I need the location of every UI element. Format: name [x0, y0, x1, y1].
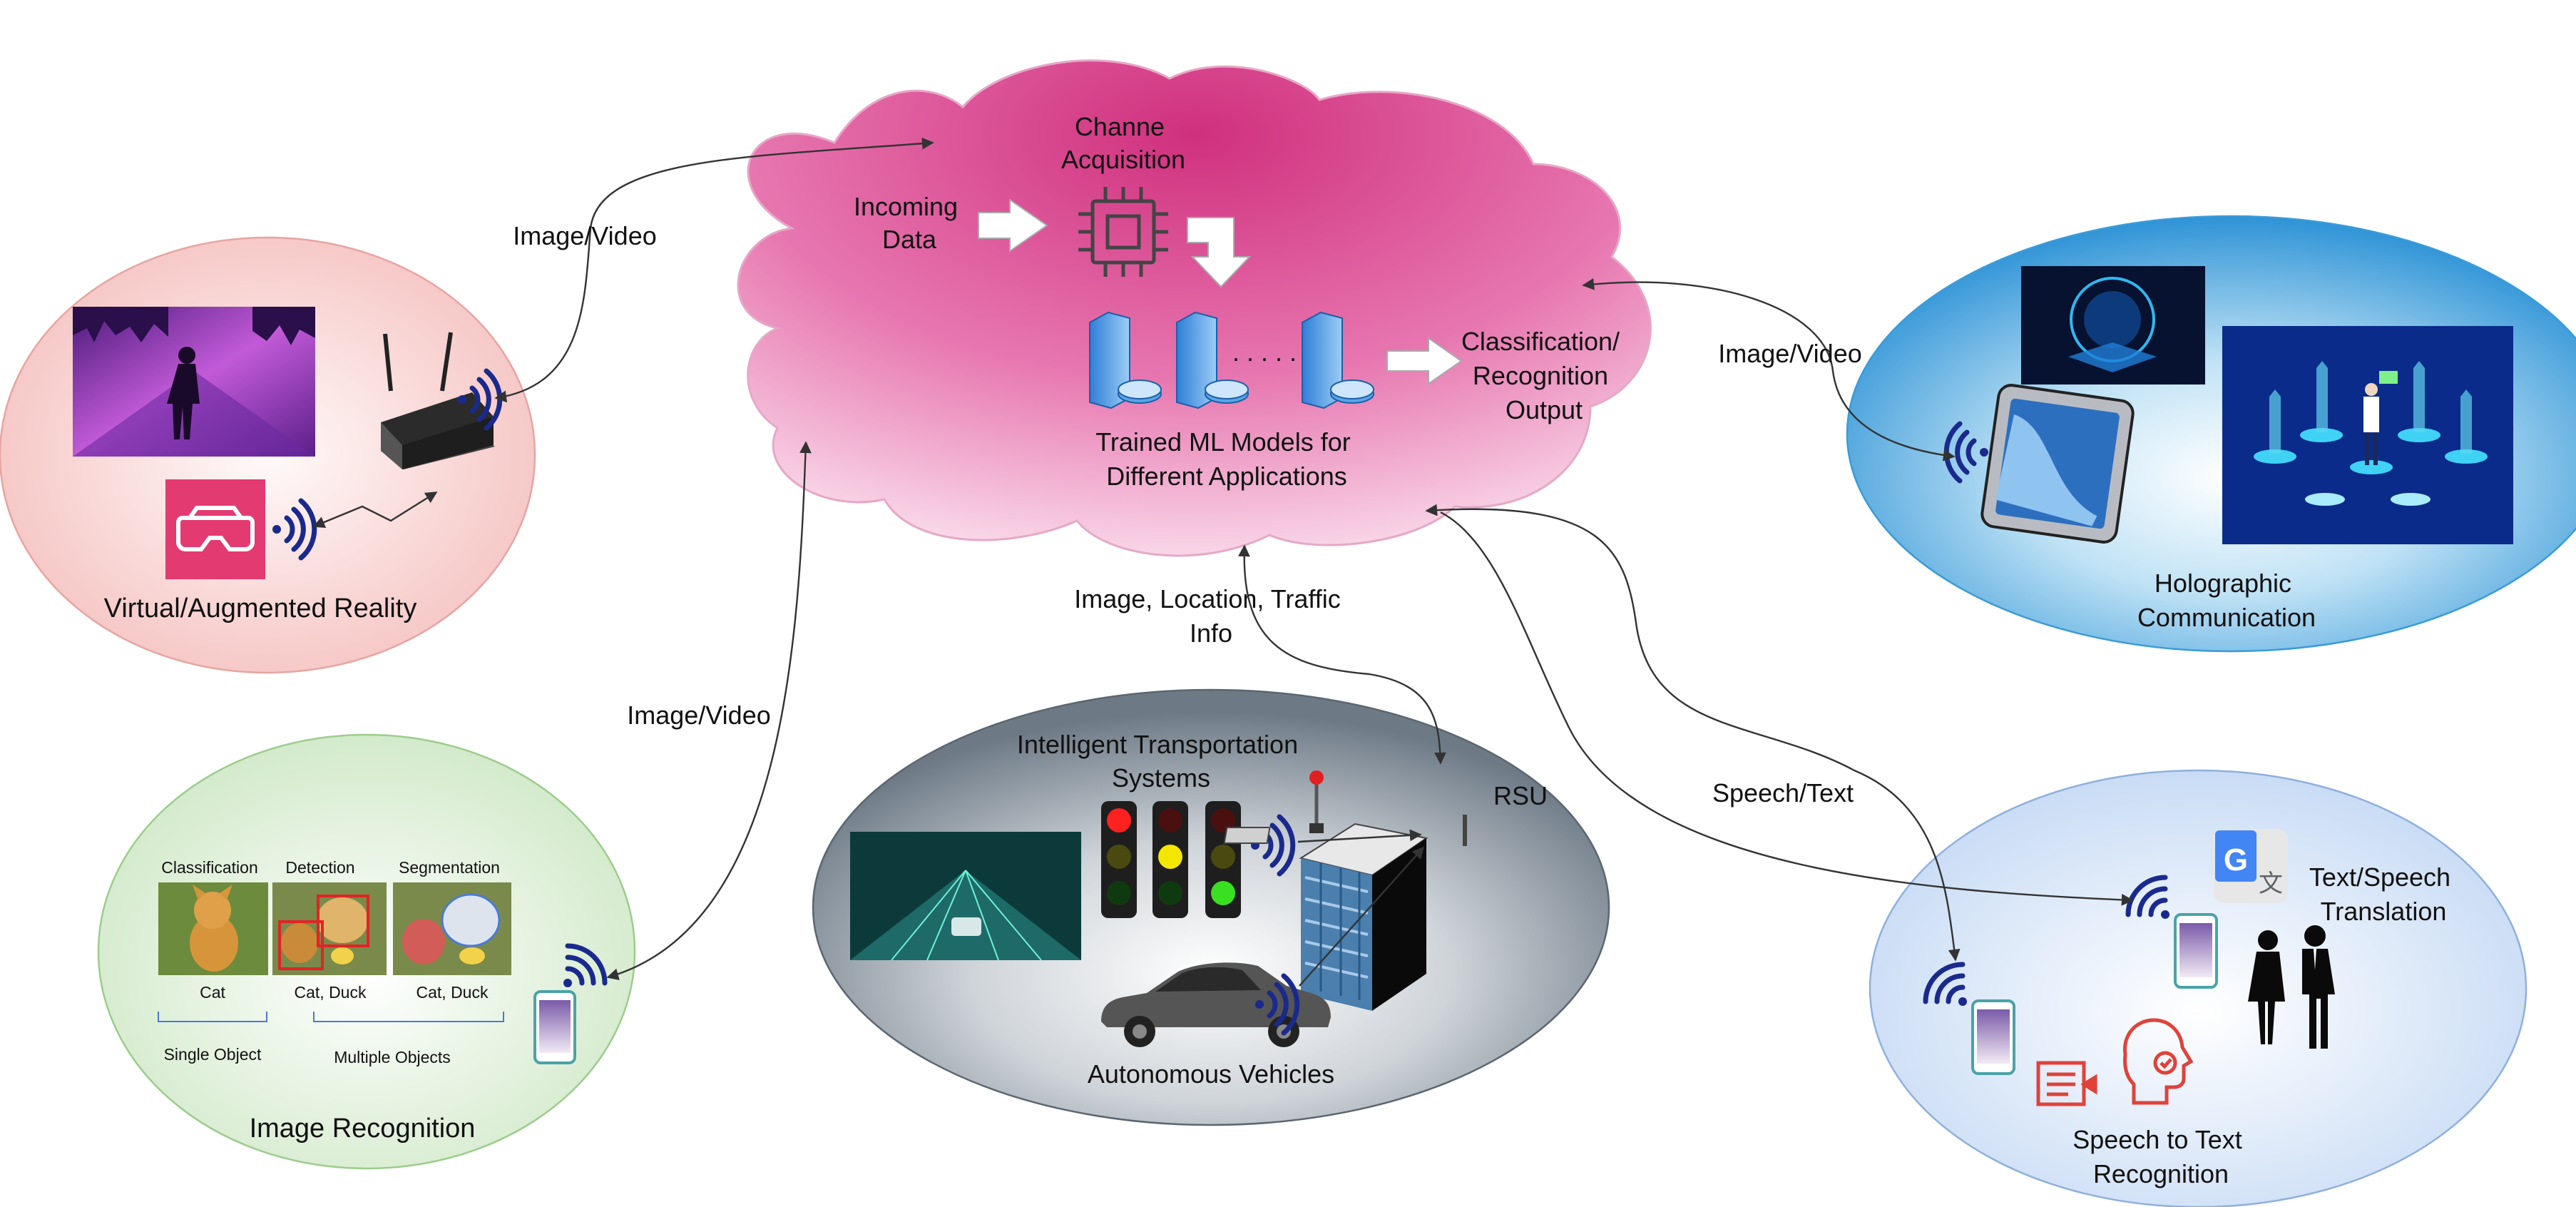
- vr-headset-icon: [165, 479, 265, 579]
- road-scene-image: [850, 832, 1081, 961]
- wifi-icon: [563, 943, 608, 987]
- holo-people-image: [2222, 326, 2513, 544]
- image-link-label: Image/Video: [627, 701, 770, 730]
- holo-title: Holographic Communication: [2137, 569, 2316, 632]
- wifi-icon: [1923, 962, 1967, 1006]
- vr-scene-image: [73, 307, 315, 457]
- speech-recognition-label: Speech to Text Recognition: [2072, 1125, 2249, 1188]
- phone-icon: [1971, 999, 2015, 1075]
- speech-cluster: G 文 Text/Speech Translation: [1869, 769, 2528, 1207]
- detection-photo: [272, 882, 387, 975]
- autonomous-vehicles-label: Autonomous Vehicles: [1088, 1059, 1334, 1089]
- google-translate-icon: G 文: [2214, 829, 2288, 903]
- phone-icon: [533, 990, 576, 1064]
- business-people-icon: [2248, 925, 2335, 1049]
- multiple-objects-brace: [313, 1012, 504, 1022]
- trained-models-label: Trained ML Models for Different Applicat…: [1095, 427, 1357, 491]
- classification-header: Classification: [161, 858, 258, 877]
- car-rsu-link: [1299, 846, 1425, 987]
- traffic-light-red: [1101, 801, 1137, 918]
- server-icon: [1176, 311, 1249, 409]
- classification-photo: [158, 882, 268, 975]
- image-recognition-cluster: Classification Detection Segmentation Ca…: [97, 733, 636, 1170]
- models-to-output-arrow: [1386, 337, 1463, 385]
- caption-cat: Cat: [200, 983, 225, 1002]
- server-icon: [1302, 311, 1374, 409]
- phone-icon: [2174, 913, 2218, 989]
- vr-link-label: Image/Video: [513, 221, 656, 250]
- image-cloud-link: [606, 441, 812, 980]
- lights-rsu-link: [1297, 829, 1422, 843]
- channel-acquisition-label: Channe Acquisition: [1061, 112, 1185, 174]
- single-object-brace: [158, 1012, 267, 1022]
- ml-cloud: Incoming Data Channe Acquisition . . . .…: [737, 59, 1652, 557]
- headset-router-link: [312, 491, 438, 529]
- speech-cloud-link-translation: [1440, 511, 2134, 906]
- incoming-arrow: [978, 198, 1048, 253]
- wifi-icon: [272, 498, 317, 561]
- vr-cluster: Virtual/Augmented Reality: [0, 236, 536, 674]
- single-object-label: Single Object: [164, 1045, 262, 1064]
- svg-text:G: G: [2224, 842, 2248, 877]
- ellipsis-dots: . . . . . .: [1232, 337, 1311, 367]
- caption-cat-duck-2: Cat, Duck: [416, 983, 489, 1002]
- detection-header: Detection: [285, 858, 354, 877]
- rsu-building-icon: [1223, 770, 1467, 1011]
- wifi-icon: [1255, 973, 1300, 1036]
- rsu-label: RSU: [1493, 781, 1548, 810]
- server-icon: [1089, 311, 1162, 409]
- holo-cluster: Holographic Communication: [1846, 215, 2576, 653]
- holo-globe-image: [2021, 266, 2205, 384]
- svg-text:文: 文: [2259, 870, 2283, 898]
- holo-link-label: Image/Video: [1718, 339, 1861, 368]
- segmentation-header: Segmentation: [399, 858, 500, 877]
- channel-to-models-arrow: [1187, 217, 1252, 288]
- tablet-icon: [1980, 384, 2135, 544]
- speech-link-label: Speech/Text: [1712, 778, 1854, 808]
- vr-cloud-link: [494, 137, 934, 403]
- vr-title: Virtual/Augmented Reality: [104, 594, 417, 623]
- traffic-light-yellow: [1152, 801, 1188, 918]
- traffic-light-green: [1205, 801, 1241, 918]
- its-link-label: Image, Location, Traffic Info: [1074, 584, 1348, 648]
- router-icon: [381, 332, 495, 469]
- caption-cat-duck-1: Cat, Duck: [295, 983, 367, 1002]
- wifi-icon: [2125, 875, 2169, 919]
- its-cluster: Intelligent Transportation Systems: [812, 688, 1610, 1126]
- speech-cloud-link-recognition: [1425, 504, 1961, 962]
- holo-cloud-link: [1582, 277, 1956, 462]
- translation-label: Text/Speech Translation: [2309, 862, 2458, 926]
- multiple-objects-label: Multiple Objects: [334, 1048, 451, 1066]
- cloud-shape: [737, 59, 1652, 557]
- speech-to-text-icon: [2036, 1018, 2194, 1106]
- chip-icon: [1078, 187, 1168, 277]
- segmentation-photo: [393, 882, 511, 975]
- image-recognition-title: Image Recognition: [250, 1114, 476, 1144]
